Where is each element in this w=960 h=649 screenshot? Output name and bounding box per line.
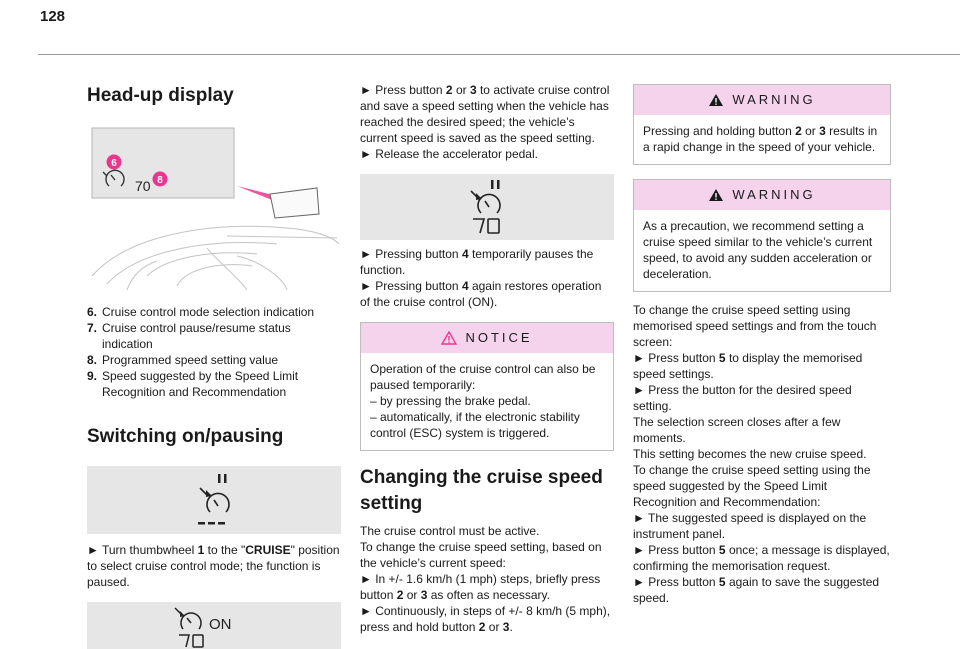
cruise-paused-figure	[87, 466, 341, 534]
column-1: Head-up display 70 6 8	[87, 80, 341, 649]
press-again-instruction: ► Press button 5 again to save the sugge…	[633, 575, 880, 605]
screen-closes-note: The selection screen closes after a few …	[633, 415, 841, 445]
thumbwheel-instruction: ► Turn thumbwheel 1 to the "CRUISE" posi…	[87, 543, 340, 589]
notice-body: Operation of the cruise control can also…	[370, 362, 596, 440]
notice-header: NOTICE	[361, 323, 613, 353]
release-instruction: ► Release the accelerator pedal.	[360, 147, 538, 161]
warning-title-2: WARNING	[732, 187, 816, 202]
warning-header-1: WARNING	[634, 85, 890, 115]
memorised-intro: To change the cruise speed setting using…	[633, 303, 877, 349]
warning-body-1: Pressing and holding button 2 or 3 resul…	[643, 124, 878, 154]
warning-header-2: WARNING	[634, 180, 890, 210]
warning-triangle-icon	[709, 94, 724, 106]
cruise-memorised-icon	[470, 180, 501, 234]
activate-instruction: ► Press button 2 or 3 to activate cruise…	[360, 83, 610, 145]
legend-item: 7.Cruise control pause/resume status ind…	[87, 321, 291, 351]
warning-triangle-icon	[709, 189, 724, 201]
legend-item: 6.Cruise control mode selection indicati…	[87, 305, 315, 319]
select-speed-instruction: ► Press the button for the desired speed…	[633, 383, 852, 413]
active-requirement: The cruise control must be active.	[360, 524, 540, 538]
cruise-on-icon: ON	[174, 607, 232, 648]
suggested-displayed-note: ► The suggested speed is displayed on th…	[633, 511, 867, 541]
legend-item: 8.Programmed speed setting value	[87, 353, 279, 367]
warning-box-2: WARNING As a precaution, we recommend se…	[633, 179, 891, 292]
callout-6: 6	[106, 154, 122, 170]
cruise-on-figure: ON	[87, 602, 341, 649]
display-memorised-instruction: ► Press button 5 to display the memorise…	[633, 351, 863, 381]
change-intro: To change the cruise speed setting, base…	[360, 540, 602, 570]
svg-text:8: 8	[157, 175, 163, 186]
column-2: ► Press button 2 or 3 to activate cruise…	[360, 80, 614, 635]
brief-press-instruction: ► In +/- 1.6 km/h (1 mph) steps, briefly…	[360, 572, 601, 602]
hud-illustration: 70 6 8	[87, 126, 341, 291]
suggested-intro: To change the cruise speed setting using…	[633, 463, 871, 509]
callout-8: 8	[152, 171, 168, 187]
page-title: Head-up display	[87, 85, 234, 106]
pause-instruction: ► Pressing button 4 temporarily pauses t…	[360, 247, 594, 277]
cruise-on-label: ON	[209, 616, 232, 633]
warning-box-1: WARNING Pressing and holding button 2 or…	[633, 84, 891, 165]
warning-title-1: WARNING	[732, 92, 816, 107]
hold-press-instruction: ► Continuously, in steps of +/- 8 km/h (…	[360, 604, 611, 634]
warning-body-2: As a precaution, we recommend setting a …	[643, 219, 873, 281]
speedometer-icon	[102, 169, 125, 187]
hud-dashboard-drawing: 70 6 8	[91, 127, 340, 291]
hud-speed-value: 70	[135, 178, 151, 194]
legend-item: 9.Speed suggested by the Speed Limit Rec…	[87, 369, 299, 399]
legend-list: 6.Cruise control mode selection indicati…	[87, 304, 341, 400]
restore-instruction: ► Pressing button 4 again restores opera…	[360, 279, 602, 309]
svg-text:6: 6	[111, 158, 117, 169]
section-title-changing: Changing the cruise speed setting	[360, 467, 603, 514]
press-once-instruction: ► Press button 5 once; a message is disp…	[633, 543, 890, 573]
page-number: 128	[40, 8, 66, 25]
cruise-pause-icon	[198, 474, 230, 525]
notice-title: NOTICE	[465, 330, 533, 345]
notice-box: NOTICE Operation of the cruise control c…	[360, 322, 614, 451]
column-3: WARNING Pressing and holding button 2 or…	[633, 80, 891, 606]
section-title-switching: Switching on/pausing	[87, 426, 284, 447]
cruise-memorised-figure	[360, 174, 614, 240]
dashboard-outline	[91, 225, 340, 291]
header-rule	[38, 54, 960, 55]
new-speed-note: This setting becomes the new cruise spee…	[633, 447, 867, 461]
caution-triangle-icon	[441, 331, 458, 345]
